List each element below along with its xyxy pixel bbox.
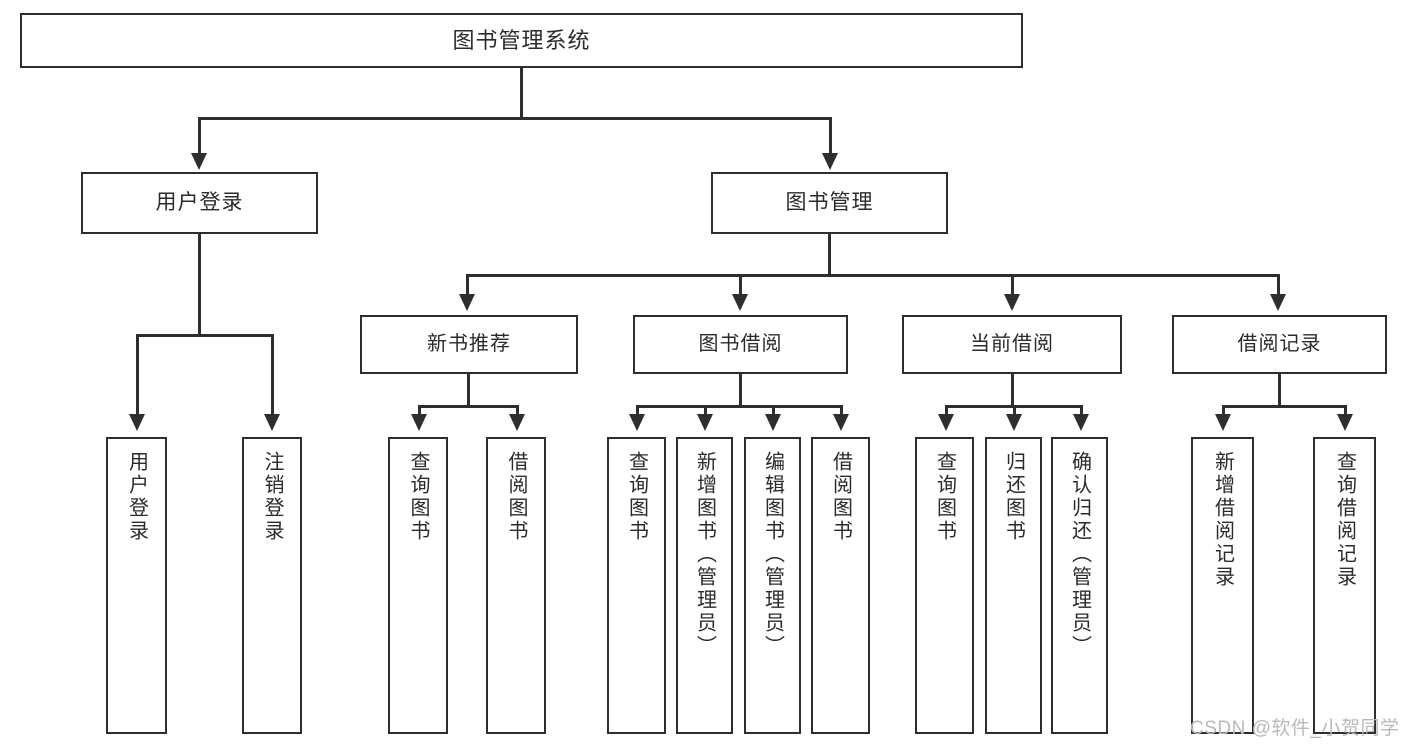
arrow-book-borrow-leaf-3 [765, 414, 781, 431]
connector-new-book-recommend-bar [418, 405, 518, 408]
connector-user-login-trunk [198, 234, 201, 337]
node-leaf-add-record[interactable]: 新增借阅记录 [1191, 437, 1254, 734]
node-label: 归还图书 [1002, 451, 1025, 543]
connector-book-management-trunk [828, 234, 831, 276]
connector-borrow-record-trunk [1278, 374, 1281, 408]
node-user-login[interactable]: 用户登录 [81, 172, 318, 234]
connector-current-borrow-leaf-3 [1080, 405, 1083, 418]
connector-root-bar [198, 117, 832, 120]
node-leaf-query-book-3[interactable]: 查询图书 [915, 437, 974, 734]
node-label: 查询图书 [625, 451, 648, 543]
node-label: 借阅记录 [1237, 333, 1322, 355]
node-label: 新增借阅记录 [1211, 451, 1234, 589]
node-label: 查询借阅记录 [1333, 451, 1356, 589]
node-root-system[interactable]: 图书管理系统 [20, 13, 1023, 68]
node-label: 图书借阅 [698, 333, 783, 355]
node-leaf-edit-book[interactable]: 编辑图书（管理员） [744, 437, 801, 734]
node-label: 当前借阅 [970, 333, 1054, 355]
node-label: 借阅图书 [829, 451, 852, 543]
connector-user-login-leaf-2 [271, 334, 274, 418]
connector-to-new-book-recommend [466, 274, 469, 298]
connector-user-login-leaf-1 [136, 334, 139, 418]
arrow-user-login-leaf-2 [264, 414, 280, 431]
connector-current-borrow-leaf-2 [1013, 405, 1016, 418]
node-label: 新增图书（管理员） [693, 451, 716, 658]
connector-book-borrow-bar [636, 405, 842, 408]
node-label: 确认归还（管理员） [1068, 451, 1091, 658]
node-leaf-query-book-2[interactable]: 查询图书 [607, 437, 666, 734]
node-new-book-recommend[interactable]: 新书推荐 [360, 315, 578, 374]
arrow-to-book-borrow [732, 294, 748, 311]
node-current-borrow[interactable]: 当前借阅 [902, 315, 1122, 374]
arrow-current-borrow-leaf-1 [938, 414, 954, 431]
node-label: 注销登录 [261, 451, 283, 543]
connector-to-borrow-record [1277, 274, 1280, 298]
arrow-borrow-record-leaf-2 [1337, 414, 1353, 431]
connector-current-borrow-leaf-1 [945, 405, 948, 418]
connector-book-borrow-leaf-4 [840, 405, 843, 418]
node-leaf-user-login[interactable]: 用户登录 [106, 437, 167, 734]
connector-level2-bar [466, 274, 1280, 277]
connector-user-login-bar [136, 334, 273, 337]
connector-current-borrow-trunk [1011, 374, 1014, 408]
node-leaf-add-book[interactable]: 新增图书（管理员） [676, 437, 733, 734]
node-label: 查询图书 [407, 451, 429, 543]
arrow-borrow-record-leaf-1 [1215, 414, 1231, 431]
arrow-current-borrow-leaf-2 [1006, 414, 1022, 431]
connector-book-borrow-leaf-1 [636, 405, 639, 418]
node-leaf-borrow-book-2[interactable]: 借阅图书 [811, 437, 870, 734]
node-borrow-record[interactable]: 借阅记录 [1172, 315, 1387, 374]
node-leaf-query-book-1[interactable]: 查询图书 [388, 437, 448, 734]
connector-borrow-record-bar [1222, 405, 1346, 408]
connector-to-current-borrow [1011, 274, 1014, 298]
node-label: 用户登录 [125, 451, 148, 543]
arrow-current-borrow-leaf-3 [1073, 414, 1089, 431]
arrow-book-borrow-leaf-2 [697, 414, 713, 431]
node-leaf-query-record[interactable]: 查询借阅记录 [1313, 437, 1376, 734]
connector-book-borrow-trunk [739, 374, 742, 408]
connector-book-borrow-leaf-2 [704, 405, 707, 418]
connector-book-borrow-leaf-3 [772, 405, 775, 418]
connector-new-book-leaf-1 [418, 405, 421, 418]
node-leaf-borrow-book-1[interactable]: 借阅图书 [486, 437, 546, 734]
node-book-management[interactable]: 图书管理 [711, 172, 948, 234]
arrow-user-login-leaf-1 [129, 414, 145, 431]
arrow-book-borrow-leaf-1 [629, 414, 645, 431]
node-leaf-user-logout[interactable]: 注销登录 [242, 437, 302, 734]
connector-root-to-user-login [198, 117, 201, 158]
arrow-to-new-book-recommend [459, 294, 475, 311]
node-leaf-confirm-return[interactable]: 确认归还（管理员） [1051, 437, 1108, 734]
node-label: 编辑图书（管理员） [761, 451, 784, 658]
connector-new-book-leaf-2 [516, 405, 519, 418]
arrow-new-book-leaf-2 [509, 414, 525, 431]
connector-to-book-borrow [739, 274, 742, 298]
arrow-to-user-login [191, 153, 207, 170]
arrow-book-borrow-leaf-4 [833, 414, 849, 431]
arrow-to-current-borrow [1004, 294, 1020, 311]
node-book-borrow[interactable]: 图书借阅 [633, 315, 848, 374]
node-label: 借阅图书 [505, 451, 527, 543]
arrow-to-book-management [822, 153, 838, 170]
arrow-to-borrow-record [1270, 294, 1286, 311]
node-label: 新书推荐 [427, 333, 511, 355]
node-label: 图书管理系统 [452, 27, 591, 53]
node-label: 查询图书 [933, 451, 956, 543]
connector-borrow-record-leaf-2 [1344, 405, 1347, 418]
connector-root-trunk [520, 68, 523, 118]
connector-new-book-recommend-trunk [467, 374, 470, 408]
node-label: 图书管理 [785, 190, 874, 214]
node-leaf-return-book[interactable]: 归还图书 [985, 437, 1042, 734]
connector-root-to-book-management [829, 117, 832, 158]
connector-borrow-record-leaf-1 [1222, 405, 1225, 418]
arrow-new-book-leaf-1 [411, 414, 427, 431]
node-label: 用户登录 [155, 190, 244, 214]
